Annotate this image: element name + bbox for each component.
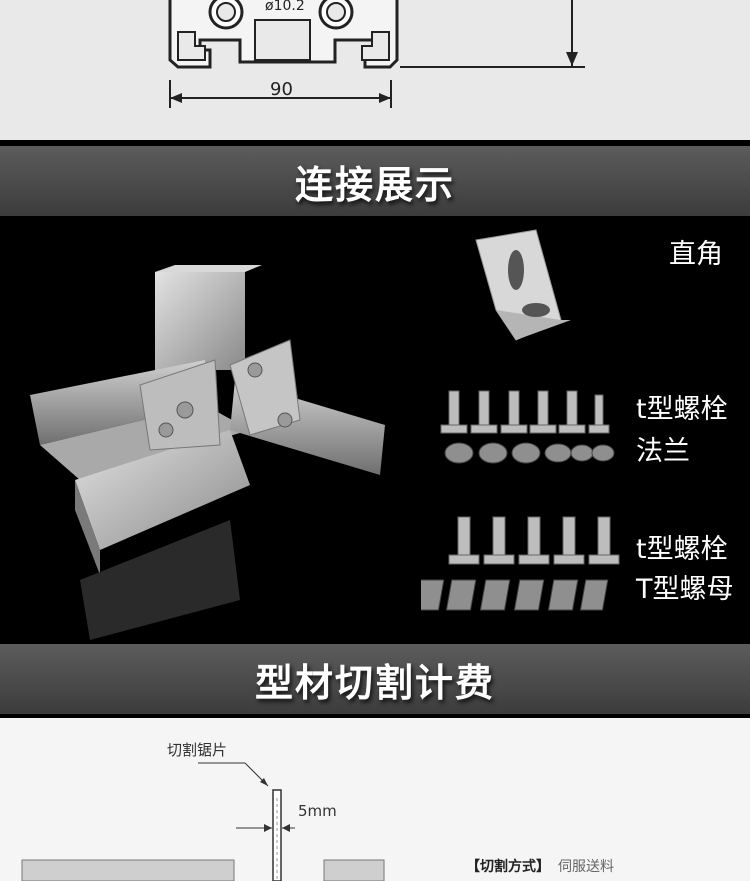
method-label: 【切割方式】 [466,859,550,875]
panel2-line1: t型螺栓 [636,394,728,425]
cutting-illustration [21,762,385,881]
cutting-method: 【切割方式】伺服送料 [466,856,614,876]
panel-tbolt-tnut: t型螺栓 T型螺母 [421,505,750,640]
profile-drawing: ø10.2 90 [0,0,750,140]
section-banner-cutting: 型材切割计费 [0,644,750,714]
cutting-diagram: 切割锯片 5mm 【切割方式】伺服送料 [0,718,750,881]
panel1-line1: 直角 [669,239,723,270]
saw-blade-label: 切割锯片 [167,741,228,759]
panel2-line2: 法兰 [636,436,690,467]
assembly-illustration [30,265,385,640]
section-banner-connection: 连接展示 [0,146,750,216]
panel-tbolt-flange: t型螺栓 法兰 [421,363,750,499]
thickness-label: 5mm [298,802,337,820]
banner-title: 连接展示 [294,162,455,207]
panel-corner-bracket: 直角 [421,220,750,357]
panel3-line1: t型螺栓 [636,534,728,565]
profile-cross-section: ø10.2 90 [168,0,585,108]
assembly-photo [0,220,413,640]
banner-title: 型材切割计费 [254,660,495,705]
tbolt-flange-image [440,390,615,464]
diameter-label: ø10.2 [265,0,305,14]
corner-bracket-image [475,229,571,341]
width-label: 90 [270,79,293,100]
panel3-line2: T型螺母 [636,574,734,605]
method-value: 伺服送料 [558,859,614,875]
tbolt-tnut-image [421,516,620,611]
